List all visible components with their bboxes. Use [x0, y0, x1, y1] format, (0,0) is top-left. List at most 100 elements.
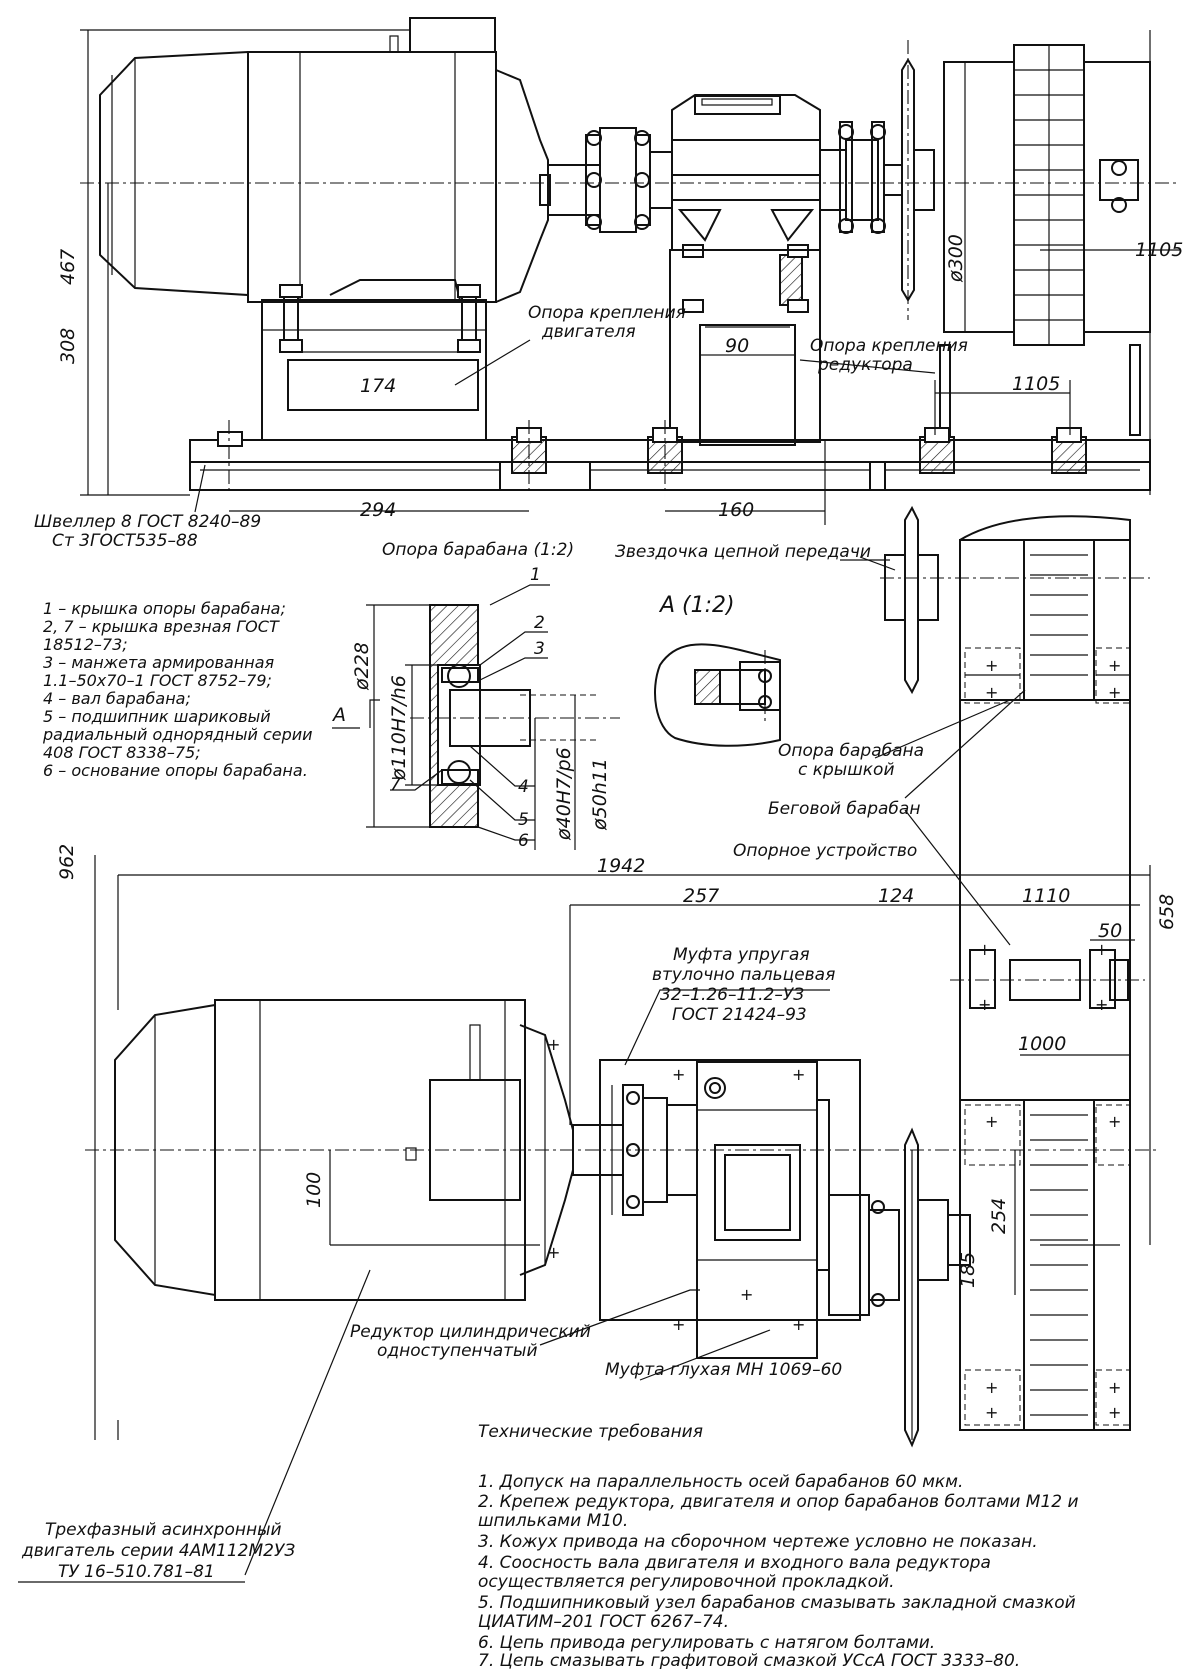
- drum-support-cover-label-2: с крышкой: [798, 760, 895, 780]
- callout-5: 5: [518, 810, 529, 830]
- dim-658: 658: [1156, 894, 1178, 930]
- svg-text:+: +: [1108, 1112, 1121, 1131]
- channel-label-2: Ст 3ГОСТ535–88: [52, 531, 198, 551]
- motor-support-label-2: двигателя: [541, 322, 636, 342]
- dim-ø40: ø40H7/p6: [553, 747, 575, 841]
- legend-line-5: 1.1–50х70–1 ГОСТ 8752–79;: [43, 671, 272, 690]
- tech-req-5a: 5. Подшипниковый узел барабанов смазыват…: [478, 1593, 1076, 1613]
- svg-text:+: +: [1095, 940, 1108, 959]
- reducer-label-2: одноступенчатый: [377, 1341, 538, 1361]
- svg-text:+: +: [1108, 683, 1121, 702]
- top-view: [80, 17, 1180, 525]
- plan-view: + + + + + + +: [85, 339, 1160, 1576]
- motor-label-2: двигатель серии 4АМ112М2УЗ: [21, 1541, 295, 1561]
- tech-req-4b: осуществляется регулировочной прокладкой…: [478, 1572, 895, 1592]
- view-a-title: А (1:2): [658, 593, 735, 618]
- coupling-elastic-label-3: 32–1.26–11.2–УЗ: [660, 985, 804, 1005]
- dim-160: 160: [718, 499, 754, 521]
- tech-req-6: 6. Цепь привода регулировать с натягом б…: [478, 1633, 935, 1653]
- callout-1: 1: [530, 565, 541, 585]
- motor-elevation: [99, 17, 601, 303]
- dim-308: 308: [57, 328, 79, 364]
- sprocket-label: Звездочка цепной передачи: [615, 542, 871, 562]
- tech-req-3: 3. Кожух привода на сборочном чертеже ус…: [478, 1532, 1038, 1552]
- svg-text:+: +: [1108, 1378, 1121, 1397]
- motor-plan: + +: [114, 999, 624, 1301]
- svg-text:+: +: [672, 1065, 685, 1084]
- callout-4: 4: [518, 777, 529, 797]
- motor-label-1: Трехфазный асинхронный: [45, 1520, 282, 1540]
- svg-text:+: +: [792, 1065, 805, 1084]
- legend-line-6: 4 – вал барабана;: [43, 689, 191, 708]
- drum-support-title: Опора барабана (1:2): [382, 540, 574, 560]
- tech-req-title: Технические требования: [478, 1422, 703, 1442]
- tech-req-1: 1. Допуск на параллельность осей барабан…: [478, 1472, 963, 1492]
- dim-100: 100: [303, 1172, 325, 1208]
- sprocket-top: [901, 58, 935, 302]
- dim-ø228: ø228: [351, 642, 373, 691]
- dim-ø50: ø50h11: [589, 758, 611, 831]
- legend-line-2: 2, 7 – крышка врезная ГОСТ: [43, 617, 280, 636]
- reducer-plan: + + + + +: [599, 1059, 861, 1359]
- coupling-top: [585, 127, 673, 233]
- drum-support-cover-label-1: Опора барабана: [778, 741, 924, 761]
- reducer-support-label-1: Опора крепления: [810, 336, 968, 356]
- dim-124: 124: [878, 885, 914, 907]
- support-device-label: Опорное устройство: [733, 841, 917, 861]
- svg-text:+: +: [672, 1315, 685, 1334]
- dim-1105-b: 1105: [1012, 373, 1060, 395]
- svg-text:+: +: [547, 1243, 560, 1262]
- svg-text:+: +: [985, 1378, 998, 1397]
- dim-962: 962: [56, 844, 78, 880]
- view-a-detail: [654, 643, 781, 747]
- dim-174: 174: [360, 375, 396, 397]
- dim-90: 90: [725, 335, 749, 357]
- reducer-elevation: [669, 94, 821, 446]
- svg-text:+: +: [1108, 1403, 1121, 1422]
- legend-line-7: 5 – подшипник шариковый: [43, 707, 271, 726]
- motor-label-3: ТУ 16–510.781–81: [58, 1562, 215, 1582]
- svg-text:+: +: [985, 1403, 998, 1422]
- channel-label-1: Швеллер 8 ГОСТ 8240–89: [34, 512, 261, 532]
- legend-line-10: 6 – основание опоры барабана.: [43, 761, 308, 780]
- dim-1000: 1000: [1018, 1033, 1066, 1055]
- rigid-coupling-plan: [828, 1127, 971, 1448]
- motor-support: [261, 284, 487, 441]
- svg-text:+: +: [1108, 656, 1121, 675]
- base-channel: [189, 427, 1151, 491]
- dim-1942: 1942: [597, 855, 645, 877]
- coupling-elastic-label-4: ГОСТ 21424–93: [672, 1005, 807, 1025]
- dim-254: 254: [988, 1198, 1010, 1234]
- running-drum-label: Беговой барабан: [768, 799, 920, 819]
- dim-257: 257: [683, 885, 719, 907]
- dim-1105-a: 1105: [1135, 239, 1183, 261]
- tech-req-2a: 2. Крепеж редуктора, двигателя и опор ба…: [478, 1492, 1079, 1512]
- dim-50: 50: [1098, 920, 1122, 942]
- drum-side-view: + + + +: [880, 505, 1150, 1431]
- dim-467: 467: [57, 249, 79, 285]
- callout-7: 7: [390, 775, 401, 795]
- coupling-rigid-label: Муфта глухая МН 1069–60: [605, 1360, 842, 1380]
- svg-text:+: +: [792, 1315, 805, 1334]
- section-a-label: А: [331, 704, 346, 726]
- tech-req-2b: шпильками М10.: [478, 1511, 628, 1531]
- svg-text:+: +: [985, 683, 998, 702]
- tech-req-5b: ЦИАТИМ–201 ГОСТ 6267–74.: [478, 1612, 729, 1632]
- dim-ø110: ø110H7/h6: [388, 675, 410, 781]
- reducer-label-1: Редуктор цилиндрический: [350, 1322, 591, 1342]
- svg-text:+: +: [978, 995, 991, 1014]
- callout-6: 6: [518, 831, 529, 851]
- svg-text:+: +: [740, 1285, 753, 1304]
- reducer-support-label-2: редуктора: [817, 355, 913, 375]
- coupling-elastic-label-2: втулочно пальцевая: [652, 965, 835, 985]
- dim-185: 185: [957, 1252, 979, 1288]
- legend-line-3: 18512–73;: [43, 635, 128, 654]
- svg-text:+: +: [1095, 995, 1108, 1014]
- svg-text:+: +: [547, 1035, 560, 1054]
- dim-294: 294: [360, 499, 396, 521]
- callout-2: 2: [534, 613, 545, 633]
- legend-line-1: 1 – крышка опоры барабана;: [43, 599, 286, 618]
- drum-plan: + + + + + + + + + +: [950, 940, 1145, 1431]
- tech-req-7: 7. Цепь смазывать графитовой смазкой УСс…: [478, 1651, 1020, 1669]
